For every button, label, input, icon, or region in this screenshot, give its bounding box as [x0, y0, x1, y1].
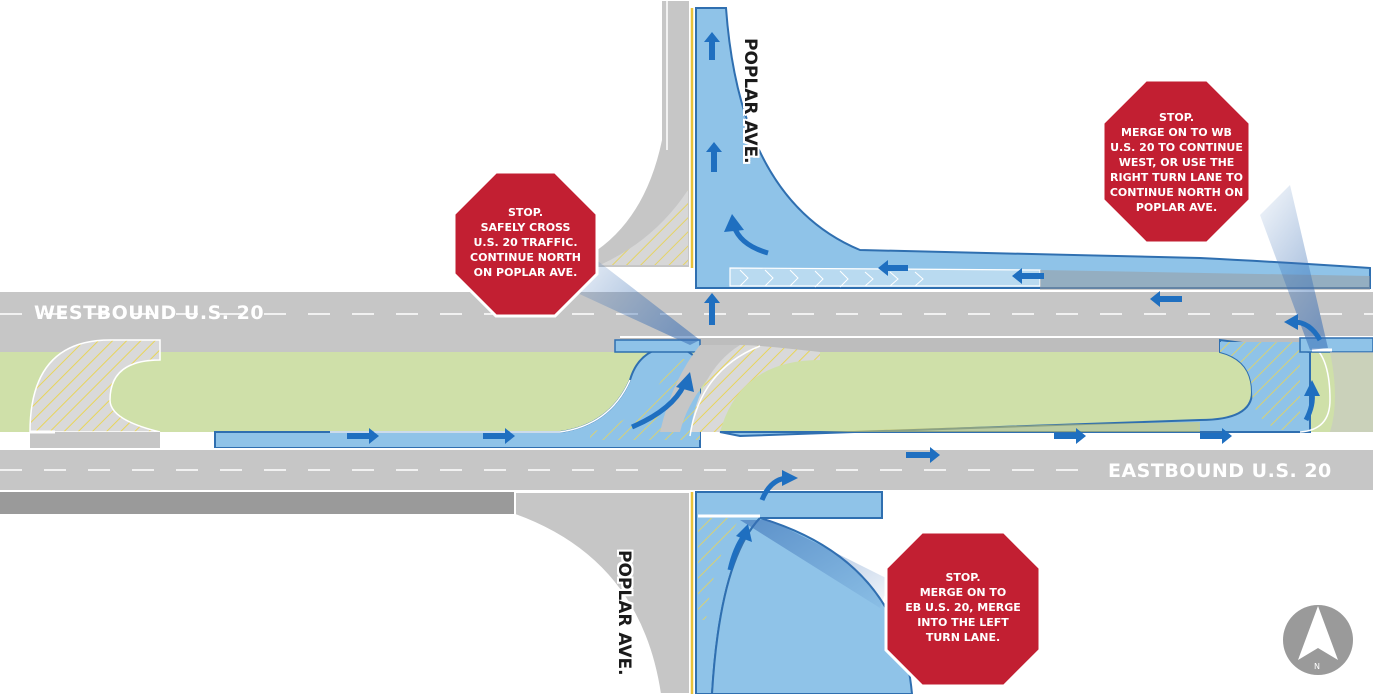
poplar-north-label: POPLAR AVE. — [740, 38, 760, 164]
eastbound-label: EASTBOUND U.S. 20 — [1108, 460, 1332, 482]
poplar-south-hatch — [698, 518, 740, 620]
stop-sign-right — [1101, 78, 1252, 245]
north-letter: N — [1314, 662, 1320, 671]
direction-arrow-right — [347, 428, 379, 444]
westbound-label: WESTBOUND U.S. 20 — [34, 302, 265, 324]
curved-arrow-head — [724, 214, 744, 232]
stop-sign-bottom — [884, 530, 1042, 688]
curved-direction-arrow — [631, 383, 687, 430]
poplar-south-label: POPLAR AVE. — [614, 550, 634, 676]
stop-sign-bottom-text: STOP. MERGE ON TO EB U.S. 20, MERGE INTO… — [905, 571, 1021, 644]
direction-arrow-right — [1054, 428, 1086, 444]
curved-arrow-head — [1304, 380, 1320, 396]
direction-arrow-right — [1200, 428, 1232, 444]
median-hatch-center — [690, 345, 820, 432]
stop-sign-right-text: STOP. MERGE ON TO WB U.S. 20 TO CONTINUE… — [1109, 111, 1244, 214]
poplar-north-hatch — [600, 190, 688, 265]
west-turnaround — [29, 339, 161, 433]
east-turnaround-hatch — [1220, 342, 1300, 430]
northbound-route-north — [695, 7, 1371, 289]
curved-arrow-head — [782, 470, 798, 486]
direction-arrow-left — [1012, 268, 1044, 284]
curved-arrow-head — [1284, 314, 1298, 330]
sign-beam-bottom — [740, 520, 890, 608]
sign-beam-right — [1260, 185, 1328, 350]
stop-sign-left — [452, 170, 599, 318]
direction-arrow-up — [704, 293, 720, 325]
north-arrow-icon — [1298, 606, 1338, 660]
curved-arrow-head — [676, 372, 694, 392]
stop-sign-left-text: STOP. SAFELY CROSS U.S. 20 TRAFFIC. CONT… — [470, 206, 581, 279]
poplar-south-road — [514, 491, 691, 694]
direction-arrow-up — [704, 32, 720, 60]
curved-arrow-head — [736, 524, 752, 542]
direction-arrow-right — [483, 428, 515, 444]
direction-arrow-right — [906, 447, 940, 463]
traffic-arrows — [347, 32, 1323, 571]
direction-arrow-up — [706, 142, 722, 172]
direction-arrow-left — [878, 260, 908, 276]
direction-arrow-left — [1150, 291, 1182, 307]
